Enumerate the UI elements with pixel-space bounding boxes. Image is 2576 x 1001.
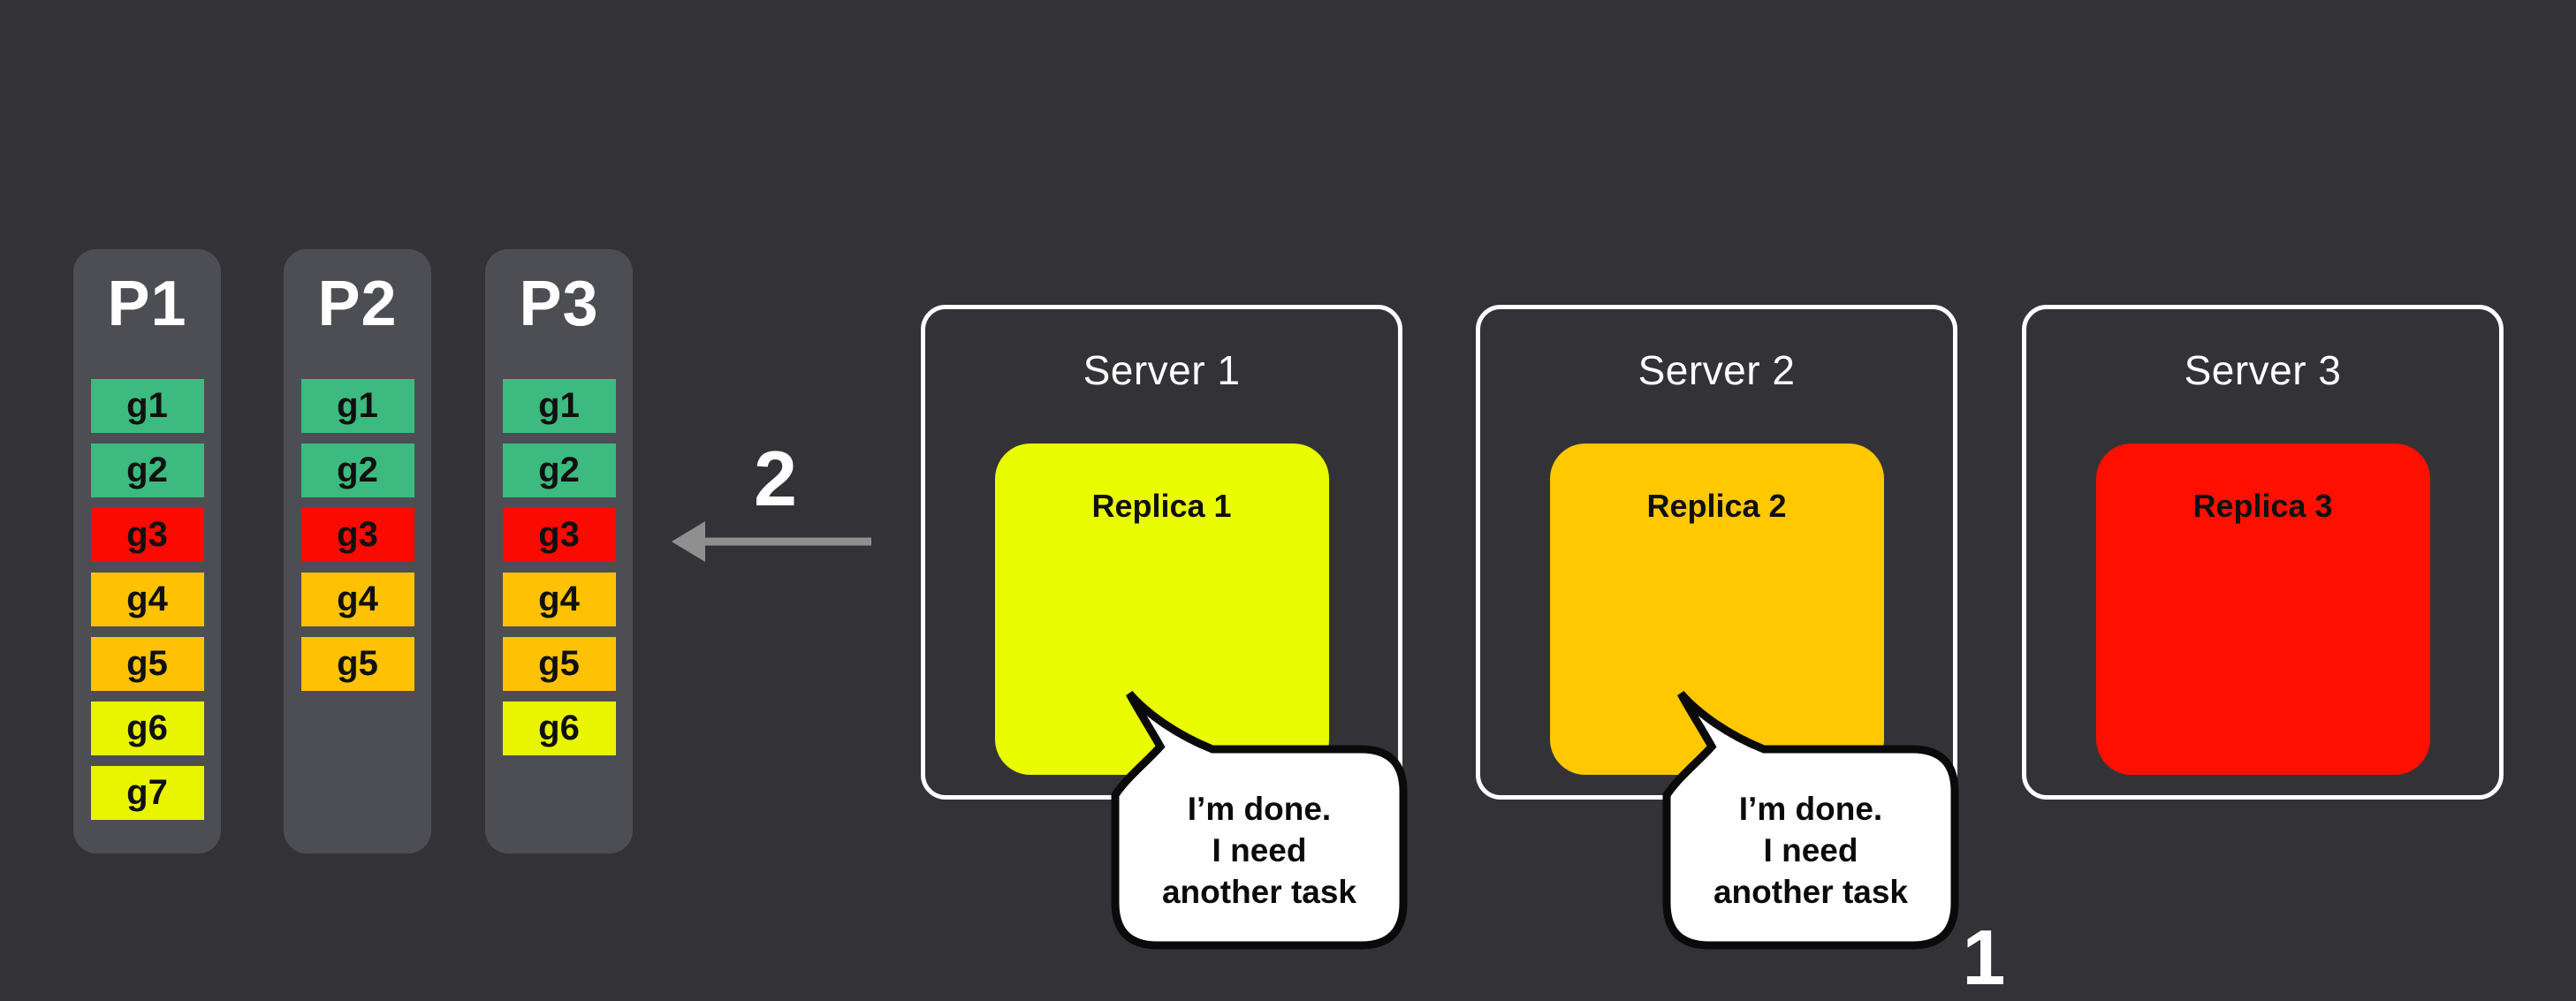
task-chip: g2 — [300, 444, 414, 497]
task-chip: g7 — [90, 766, 204, 820]
server-label: Server 2 — [1638, 347, 1796, 393]
task-chip: g6 — [502, 701, 616, 755]
partition-column: P1 g1 g2 g3 g4 g5 g6 g7 — [73, 249, 221, 853]
task-chip: g1 — [502, 379, 616, 433]
partition-label: P3 — [519, 269, 599, 339]
replica-label: Replica 3 — [2192, 488, 2333, 524]
task-chip: g1 — [300, 379, 414, 433]
replica-label: Replica 2 — [1646, 488, 1787, 524]
task-chip: g4 — [90, 573, 204, 626]
task-chip: g3 — [502, 508, 616, 562]
speech-bubble-shape — [1662, 691, 1959, 950]
speech-text: I’m done. I need another task — [1713, 790, 1908, 910]
partition-label: P2 — [317, 269, 398, 339]
server-label: Server 3 — [2184, 347, 2342, 393]
partition-column: P2 g1 g2 g3 g4 g5 — [284, 249, 431, 853]
task-chip: g5 — [502, 637, 616, 691]
task-chip: g4 — [300, 573, 414, 626]
task-list: g1 g2 g3 g4 g5 g6 — [485, 379, 633, 755]
task-chip: g5 — [90, 637, 204, 691]
replica-label: Replica 1 — [1091, 488, 1232, 524]
replica-box: Replica 3 — [2095, 444, 2430, 775]
step-2-label: 2 — [754, 435, 797, 522]
partition-column: P3 g1 g2 g3 g4 g5 g6 — [485, 249, 633, 853]
task-chip: g1 — [90, 379, 204, 433]
server-box: Server 3 Replica 3 — [2022, 305, 2504, 800]
step-1-label: 1 — [1962, 914, 2006, 1001]
speech-bubble-shape — [1111, 691, 1408, 950]
task-chip: g2 — [90, 444, 204, 497]
speech-text: I’m done. I need another task — [1161, 790, 1356, 910]
task-chip: g3 — [300, 508, 414, 562]
partition-label: P1 — [107, 269, 187, 339]
task-chip: g6 — [90, 701, 204, 755]
task-chip: g2 — [502, 444, 616, 497]
task-list: g1 g2 g3 g4 g5 — [284, 379, 431, 691]
task-list: g1 g2 g3 g4 g5 g6 g7 — [73, 379, 221, 820]
task-chip: g3 — [90, 508, 204, 562]
server-label: Server 1 — [1083, 347, 1241, 393]
task-chip: g5 — [300, 637, 414, 691]
task-chip: g4 — [502, 573, 616, 626]
arrow-left-icon — [672, 521, 871, 562]
